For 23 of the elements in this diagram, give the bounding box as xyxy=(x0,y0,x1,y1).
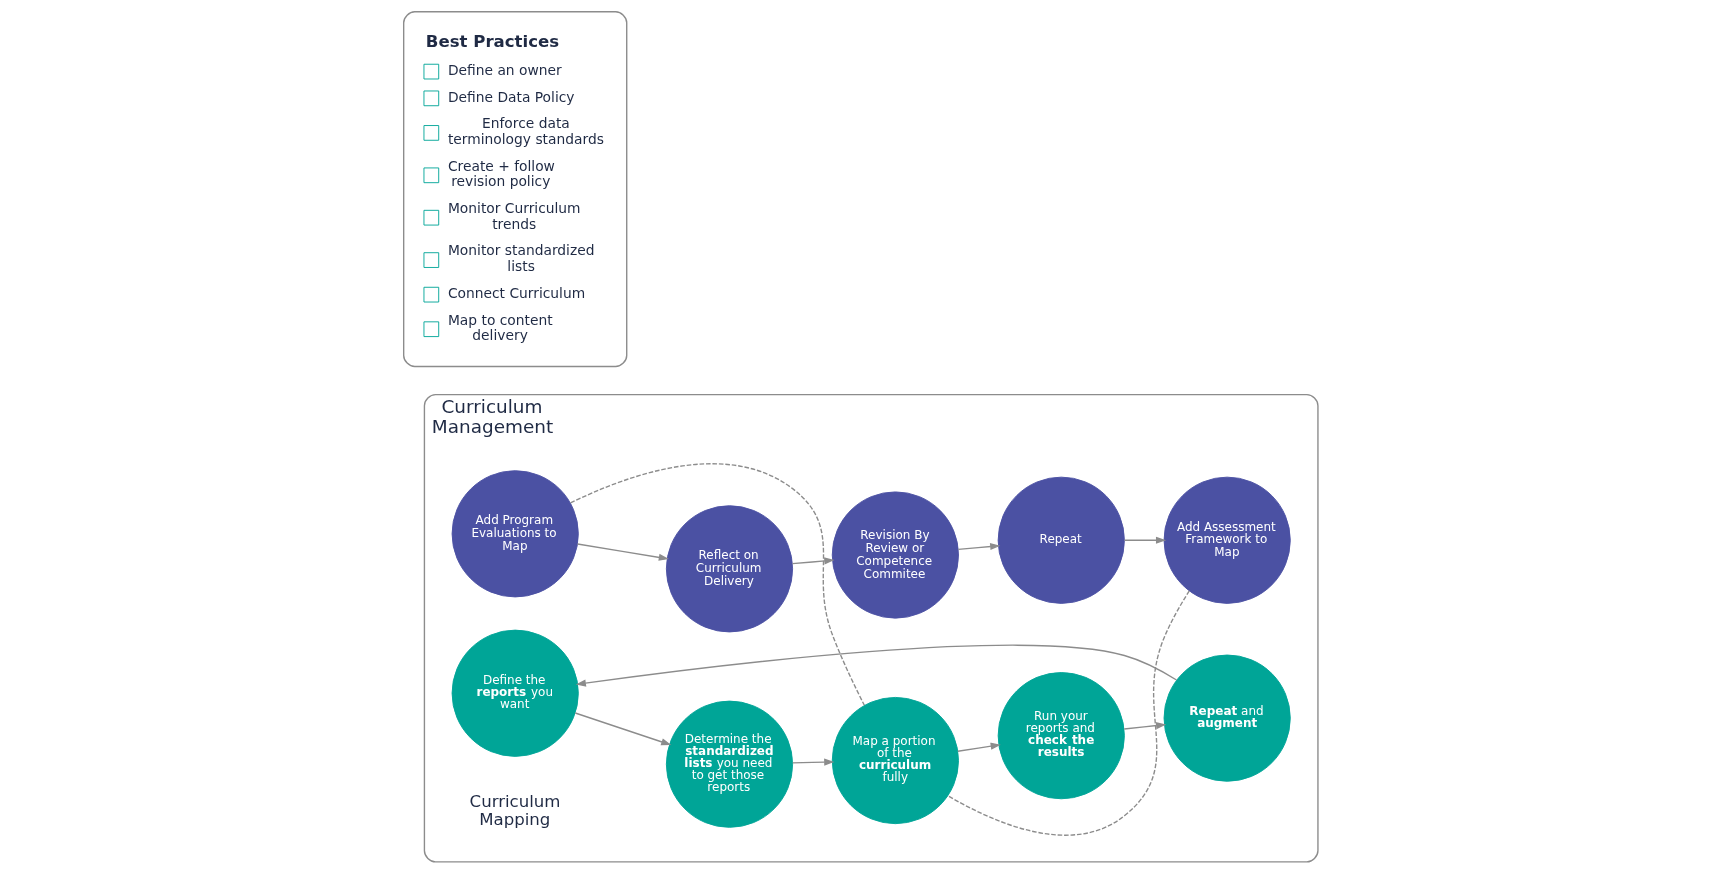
node-box: Best Practices Define an owner Define Data Policy Enforce data terminology standards Create + follow revision policy Monitor Curriculum trends Monitor standardized lists Connect Curriculum Map to content delivery xyxy=(403,11,628,368)
connector xyxy=(947,590,1190,836)
node-circle: Repeat xyxy=(997,476,1125,604)
arrow xyxy=(791,758,835,766)
arrow xyxy=(575,644,1178,687)
arrow xyxy=(576,543,669,561)
node-circle: Add Assessment Framework to Map xyxy=(1163,476,1291,604)
connector xyxy=(569,463,866,706)
node-circle: Revision By Review or Competence Commitee xyxy=(831,491,959,619)
node-circle: Reflect on Curriculum Delivery xyxy=(665,505,794,633)
node-circle: Add Program Evaluations to Map xyxy=(451,470,579,598)
arrow xyxy=(957,543,1001,551)
node-circle: Determine the standardized lists you need to get those reports xyxy=(665,700,794,828)
arrow xyxy=(1123,722,1167,730)
node-circle: Run your reports and check the results xyxy=(997,672,1125,800)
node-circle: Map a portion of the curriculum fully xyxy=(831,696,959,825)
label: Curriculum Mapping xyxy=(469,791,561,830)
node-circle: Define the reports you want xyxy=(451,629,579,757)
arrow xyxy=(957,742,1001,752)
arrow xyxy=(574,712,672,746)
arrow xyxy=(1123,536,1167,544)
arrow xyxy=(791,557,835,565)
node-circle: Repeat and augment xyxy=(1163,654,1291,782)
